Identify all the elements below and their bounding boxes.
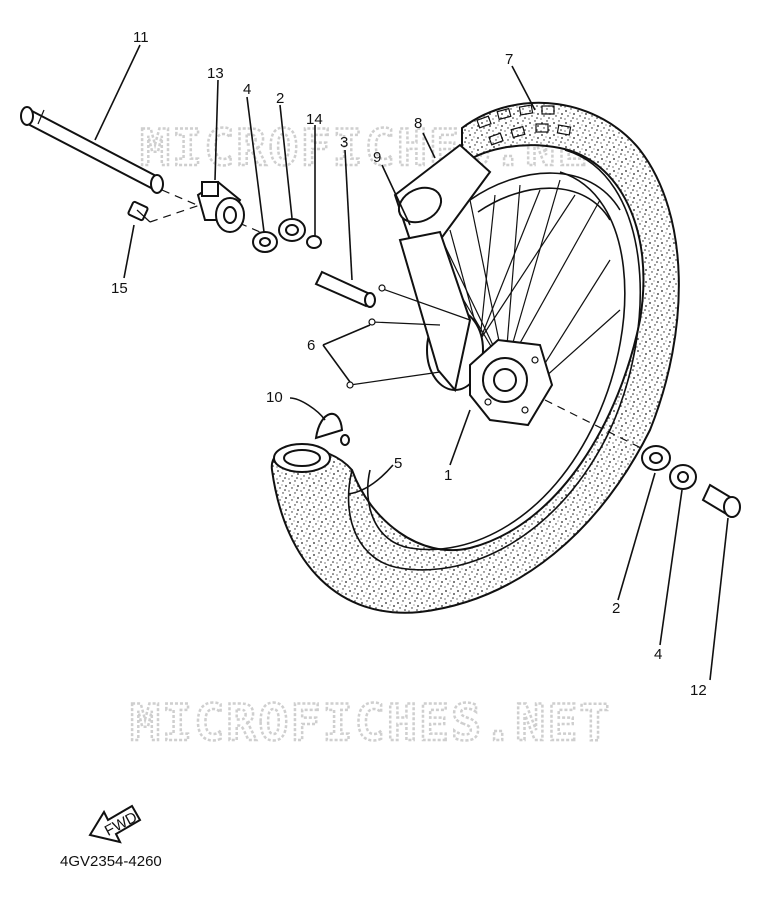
callout-13: 13 bbox=[207, 65, 224, 82]
oil-seal-right bbox=[669, 464, 697, 490]
callouts: 11 13 4 2 14 3 8 9 7 15 6 10 5 1 2 4 12 bbox=[111, 29, 707, 699]
circlip bbox=[306, 235, 322, 249]
callout-6: 6 bbox=[307, 337, 315, 354]
callout-10: 10 bbox=[266, 389, 283, 406]
callout-14: 14 bbox=[306, 111, 323, 128]
callout-8: 8 bbox=[414, 115, 422, 132]
watermark-bottom: MICROFICHES.NET bbox=[130, 694, 612, 752]
callout-4-right: 4 bbox=[654, 646, 662, 663]
callout-7: 7 bbox=[505, 51, 513, 68]
callout-12: 12 bbox=[690, 682, 707, 699]
diagram-code: 4GV2354-4260 bbox=[60, 853, 162, 870]
screw bbox=[127, 200, 151, 223]
callout-1: 1 bbox=[444, 467, 452, 484]
callout-11: 11 bbox=[133, 29, 149, 46]
axle bbox=[20, 106, 164, 194]
spacer bbox=[314, 270, 376, 308]
leader-lines bbox=[94, 44, 729, 681]
callout-9: 9 bbox=[373, 149, 381, 166]
fwd-arrow-icon: FWD bbox=[88, 804, 142, 844]
callout-2-right: 2 bbox=[612, 600, 620, 617]
bearing-left bbox=[278, 218, 306, 242]
collar bbox=[701, 483, 741, 518]
callout-5: 5 bbox=[394, 455, 402, 472]
callout-15: 15 bbox=[111, 280, 128, 297]
callout-4-left: 4 bbox=[243, 81, 251, 98]
meter-gear-unit bbox=[196, 180, 245, 233]
oil-seal-left bbox=[252, 231, 278, 253]
fork-leg bbox=[393, 143, 492, 393]
bearing-right bbox=[641, 445, 671, 471]
callout-3: 3 bbox=[340, 134, 348, 151]
callout-2-left: 2 bbox=[276, 90, 284, 107]
rim-lock-valve bbox=[273, 412, 350, 473]
